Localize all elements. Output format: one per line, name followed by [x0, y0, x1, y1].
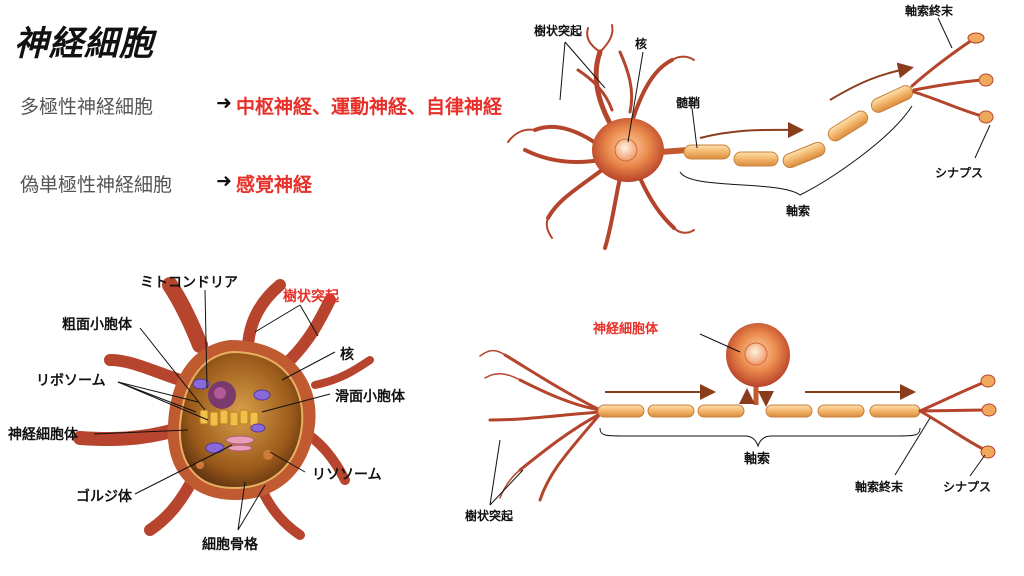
neuron-a	[507, 17, 994, 250]
neuron-a-flow-arrows	[699, 62, 914, 139]
row-pseudounipolar-name: 偽単極性神経細胞	[20, 174, 173, 196]
label-a-myelin: 髄鞘	[676, 96, 701, 110]
neuron-b-leaders	[93, 289, 336, 531]
neuron-a-synapses	[967, 32, 994, 124]
row-multipolar: 多極性神経細胞 ➜ 中枢神経、運動神経、自律神経	[20, 92, 502, 119]
label-c-axon: 軸索	[744, 452, 771, 467]
row-multipolar-value: 中枢神経、運動神経、自律神経	[236, 96, 503, 118]
label-b-cytoskeleton: 細胞骨格	[202, 537, 258, 553]
arrow-icon: ➜	[216, 170, 232, 192]
label-c-axon-terminal: 軸索終末	[855, 480, 904, 494]
label-b-rough-er: 粗面小胞体	[62, 317, 132, 333]
neuron-b-organelles	[192, 378, 273, 469]
neuron-c-myelin	[597, 404, 921, 418]
neuron-c-terminals	[918, 380, 987, 452]
neuron-a-axon-hillock	[659, 147, 689, 155]
neuron-b-processes	[73, 277, 374, 540]
neuron-a-leaders	[559, 17, 991, 196]
neuron-c-flow-arrows	[605, 384, 916, 407]
label-b-cell-body: 神経細胞体	[8, 427, 78, 443]
label-a-axon-terminal: 軸索終末	[905, 4, 954, 18]
label-b-dendrite: 樹状突起	[283, 289, 339, 305]
row-multipolar-name: 多極性神経細胞	[20, 96, 154, 118]
neuron-c-dendrites	[479, 349, 602, 502]
label-c-synapse: シナプス	[943, 480, 992, 494]
label-b-golgi: ゴルジ体	[76, 489, 132, 505]
label-b-mitochondria: ミトコンドリア	[140, 275, 238, 291]
neuron-a-nucleus	[614, 138, 638, 162]
neuron-b	[73, 277, 374, 540]
row-pseudounipolar: 偽単極性神経細胞 ➜ 感覚神経	[20, 170, 312, 197]
label-a-nucleus: 核	[635, 37, 648, 51]
label-c-dendrite: 樹状突起	[465, 509, 514, 523]
label-a-dendrite: 樹状突起	[534, 24, 583, 38]
neuron-a-myelin	[683, 85, 914, 169]
arrow-icon: ➜	[216, 92, 232, 114]
neuron-a-terminals	[910, 38, 984, 118]
neuron-c	[479, 323, 997, 506]
row-pseudounipolar-value: 感覚神経	[236, 174, 313, 196]
label-c-cell-body: 神経細胞体	[593, 322, 659, 337]
label-b-ribosome: リボソーム	[36, 373, 106, 389]
label-b-smooth-er: 滑面小胞体	[335, 389, 405, 405]
page-title: 神経細胞	[14, 24, 154, 64]
label-b-lysosome: リソソーム	[312, 467, 382, 483]
neuron-c-synapses	[980, 374, 997, 459]
label-a-synapse: シナプス	[935, 166, 984, 180]
label-a-axon: 軸索	[786, 204, 811, 218]
neuron-c-leaders	[489, 333, 986, 506]
label-b-nucleus: 核	[340, 347, 354, 363]
neuron-c-nucleus	[744, 342, 768, 366]
